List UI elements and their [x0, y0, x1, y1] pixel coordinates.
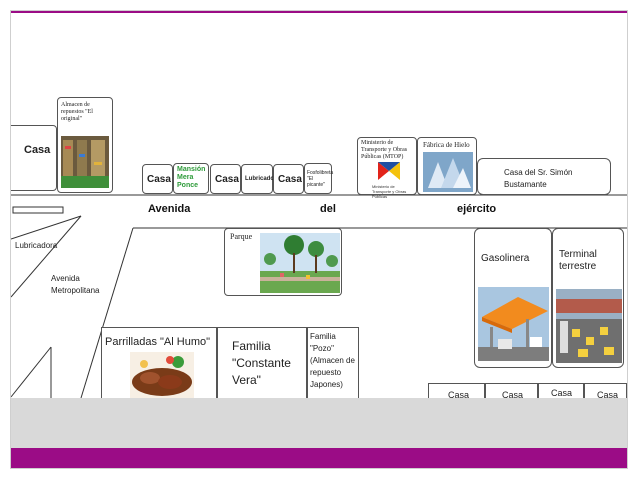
bottom-gray-band [11, 398, 627, 448]
mtop-logo-text: Ministerio de Transporte y Obras Pública… [372, 184, 407, 199]
mtop-box: Ministerio de Transporte y Obras Pública… [357, 137, 417, 199]
warehouse-image [61, 136, 109, 188]
casa-left-label: Casa [24, 144, 51, 156]
casa-3-label: Casa [278, 174, 302, 185]
fosfo-label: Fosfolibreta "El picante" [307, 170, 334, 188]
casa-bottom-1-label: Casa [448, 390, 470, 400]
gas-station-image [478, 287, 549, 361]
street-metropolitana: Avenida Metropolitana [51, 274, 100, 295]
casa-2-box: Casa [210, 164, 241, 194]
grill-food-image [130, 352, 194, 398]
casa-simon-label: Casa del Sr. Simón Bustamante [504, 168, 573, 189]
park-image [260, 233, 340, 293]
casa-2-label: Casa [215, 174, 239, 185]
gasolinera-label: Gasolinera [481, 253, 530, 264]
familia-vera-box: Familia "Constante Vera" [217, 327, 307, 407]
slide: Casa Almacen de repuestos "El original" … [10, 10, 628, 469]
casa-bottom-3-label: Casa [551, 388, 573, 398]
casa-1-box: Casa [142, 164, 173, 194]
lubricadora-left-label: Lubricadora [15, 241, 58, 250]
parque-label: Parque [230, 232, 253, 241]
mansion-box: Mansión Mera Ponce [173, 163, 209, 194]
bottom-accent-bar [11, 448, 627, 468]
fabrica-box: Fábrica de Hielo [417, 137, 477, 195]
street-ejercito: ejército [457, 203, 497, 215]
mtop-logo-icon [378, 162, 400, 180]
street-avenida: Avenida [148, 203, 191, 215]
terminal-label: Terminal terrestre [559, 249, 597, 272]
parrilladas-label: Parrilladas "Al Humo" [105, 336, 211, 348]
mansion-label: Mansión Mera Ponce [177, 166, 206, 189]
lubricadora-top-box: Lubricadora [241, 164, 280, 194]
familia-vera-label: Familia "Constante Vera" [232, 339, 291, 387]
gasolinera-box: Gasolinera [474, 228, 552, 368]
street-del: del [320, 203, 336, 215]
ice-image [423, 152, 473, 192]
parque-box: Parque [224, 228, 342, 296]
almacen-original-label: Almacen de repuestos "El original" [61, 102, 93, 122]
parrilladas-box: Parrilladas "Al Humo" [101, 327, 217, 407]
casa-simon-box: Casa del Sr. Simón Bustamante [477, 158, 611, 195]
mtop-label: Ministerio de Transporte y Obras Pública… [361, 140, 408, 160]
slide-top-line [11, 11, 627, 13]
fabrica-label: Fábrica de Hielo [423, 141, 470, 149]
almacen-original-box: Almacen de repuestos "El original" [57, 97, 113, 193]
terminal-box: Terminal terrestre [552, 228, 624, 368]
terminal-image [556, 289, 622, 363]
casa-3-box: Casa [273, 164, 304, 194]
lubricadora-top-label: Lubricadora [245, 176, 280, 182]
fosfo-box: Fosfolibreta "El picante" [304, 163, 334, 194]
casa-bottom-4-label: Casa [597, 390, 619, 400]
familia-pozo-label: Familia "Pozo" (Almacen de repuesto Japo… [310, 332, 355, 389]
casa-left-box: Casa [11, 125, 57, 191]
casa-bottom-2-label: Casa [502, 390, 524, 400]
familia-pozo-box: Familia "Pozo" (Almacen de repuesto Japo… [307, 327, 359, 407]
casa-1-label: Casa [147, 174, 171, 185]
